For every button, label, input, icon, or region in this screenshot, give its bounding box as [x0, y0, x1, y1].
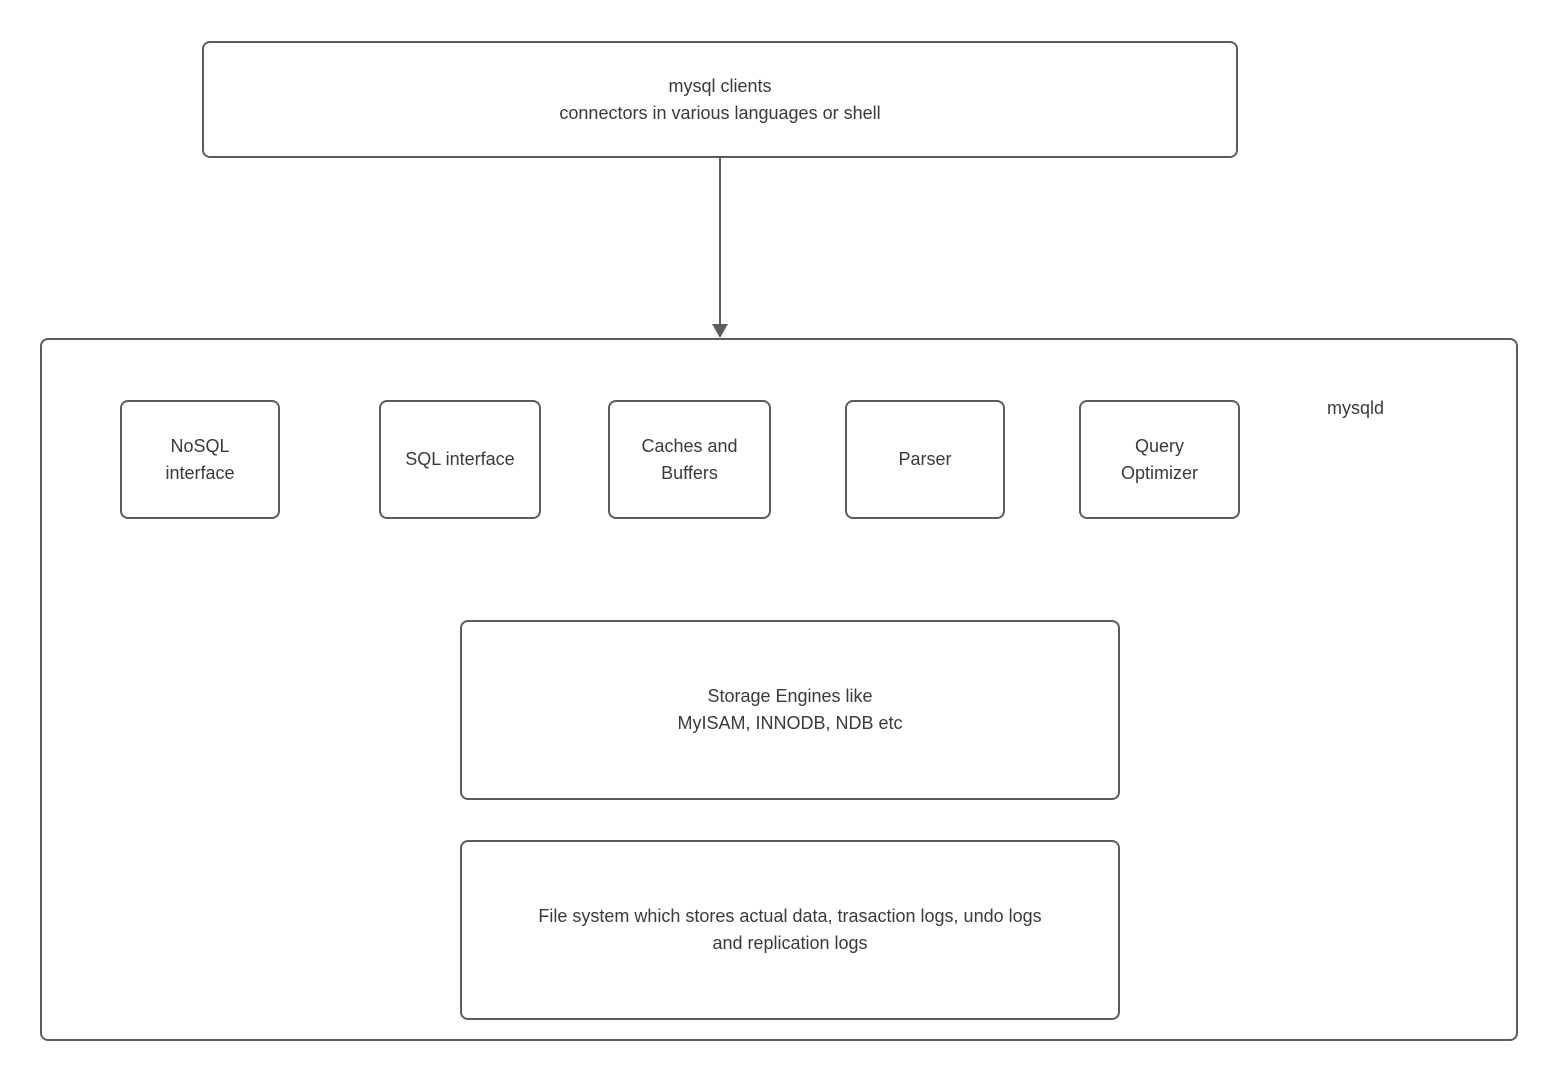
- component-label: SQL interface: [405, 449, 515, 469]
- storage-engines-label: Storage Engines like MyISAM, INNODB, NDB…: [677, 686, 903, 733]
- clients-box-label: mysql clients connectors in various lang…: [559, 75, 881, 123]
- component-sql-interface: SQL interface: [379, 400, 541, 519]
- file-system-label: File system which stores actual data, tr…: [538, 906, 1042, 953]
- component-label: Parser: [898, 449, 952, 469]
- clients-box: mysql clients connectors in various lang…: [202, 41, 1238, 158]
- clients-to-server-arrow-line: [719, 158, 721, 326]
- server-label: mysqld: [1327, 398, 1385, 418]
- component-caches-and-buffers: Caches and Buffers: [608, 400, 771, 519]
- file-system-box: File system which stores actual data, tr…: [460, 840, 1120, 1020]
- storage-engines-box: Storage Engines like MyISAM, INNODB, NDB…: [460, 620, 1120, 800]
- component-label: Caches and Buffers: [641, 435, 738, 483]
- component-parser: Parser: [845, 400, 1005, 519]
- arrow-down-icon: [712, 324, 728, 338]
- component-label: NoSQL interface: [165, 435, 235, 483]
- component-label: Query Optimizer: [1120, 435, 1198, 483]
- component-query-optimizer: Query Optimizer: [1079, 400, 1240, 519]
- component-nosql-interface: NoSQL interface: [120, 400, 280, 519]
